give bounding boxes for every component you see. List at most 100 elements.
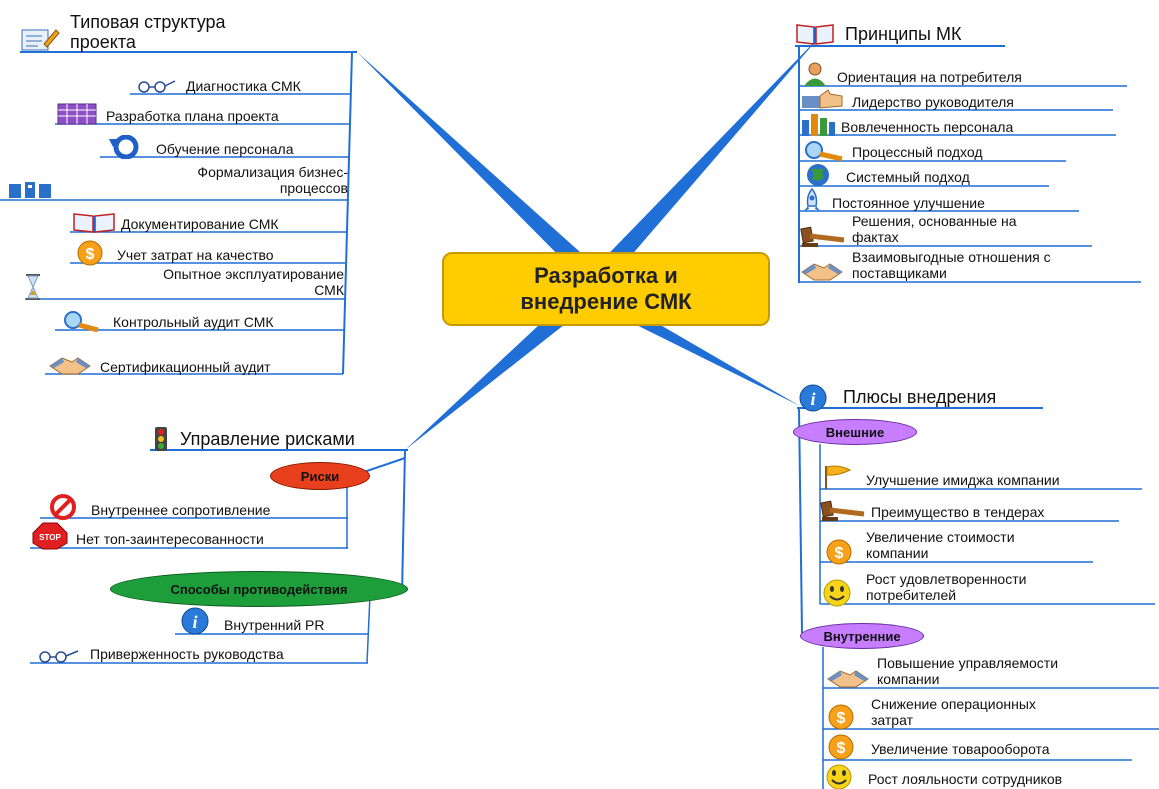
central-topic-line2: внедрение СМК: [520, 289, 692, 314]
handshake-icon: [49, 357, 91, 375]
typical-item-plan[interactable]: Разработка плана проекта: [106, 108, 279, 124]
book-icon: [796, 24, 834, 45]
typical-item-formalization[interactable]: Формализация бизнес- процессов: [118, 164, 348, 196]
flag-icon: [825, 465, 852, 489]
calendar-icon: [57, 103, 97, 125]
handshake-icon: [827, 670, 869, 688]
internal-bubble[interactable]: Внутренние: [800, 623, 924, 649]
coin-icon: $: [77, 240, 103, 266]
external-customer-satisfaction[interactable]: Рост удовлетворенности потребителей: [866, 571, 1026, 603]
countermeasure-management-commitment[interactable]: Приверженность руководства: [90, 646, 284, 662]
stop-sign-icon: STOP: [32, 522, 68, 550]
internal-operating-costs[interactable]: Снижение операционных затрат: [871, 696, 1036, 728]
magnifier-icon: [805, 141, 843, 161]
principle-continual-improvement[interactable]: Постоянное улучшение: [832, 195, 985, 211]
globe-icon: [807, 164, 829, 186]
smiley-icon: [826, 764, 852, 789]
typical-item-pilot-operation-line1: Опытное эксплуатирование: [163, 266, 344, 282]
risk-internal-resistance[interactable]: Внутреннее сопротивление: [91, 502, 271, 518]
internal-manageability-line1: Повышение управляемости: [877, 655, 1059, 671]
hourglass-icon: [26, 274, 40, 300]
glasses-icon: [39, 650, 79, 663]
principle-system-approach[interactable]: Системный подход: [846, 169, 970, 185]
coin-icon: $: [828, 704, 854, 730]
external-company-value-line1: Увеличение стоимости: [866, 529, 1015, 545]
principle-customer-focus[interactable]: Ориентация на потребителя: [837, 69, 1022, 85]
svg-text:$: $: [837, 710, 846, 727]
principle-fact-based-decisions-line2: фактах: [852, 229, 899, 245]
principle-supplier-relations-line2: поставщиками: [852, 265, 947, 281]
principle-supplier-relations-line1: Взаимовыгодные отношения с: [852, 249, 1051, 265]
external-bubble[interactable]: Внешние: [793, 419, 917, 445]
smiley-icon: [823, 579, 851, 607]
svg-text:$: $: [837, 740, 846, 757]
typical-item-documenting[interactable]: Документирование СМК: [121, 216, 279, 232]
refresh-icon: [109, 135, 139, 159]
branch-top-left: [357, 52, 600, 282]
principles-title[interactable]: Принципы МК: [845, 24, 962, 44]
typical-item-pilot-operation-line2: СМК: [314, 282, 344, 298]
branch-top-right: [585, 34, 822, 286]
typical-item-diagnostics[interactable]: Диагностика СМК: [186, 78, 301, 94]
glasses-icon: [138, 80, 176, 93]
typical-item-certification-audit[interactable]: Сертификационный аудит: [100, 359, 271, 375]
rocket-icon: [804, 188, 820, 211]
typical-structure-title[interactable]: Типовая структура проекта: [70, 12, 310, 52]
principle-involvement[interactable]: Вовлеченность персонала: [841, 119, 1014, 135]
external-company-value[interactable]: Увеличение стоимости компании: [866, 529, 1015, 561]
info-icon: i: [181, 607, 209, 635]
handshake-icon: [801, 263, 843, 281]
svg-text:STOP: STOP: [39, 533, 61, 542]
typical-structure-title-line2: проекта: [70, 32, 136, 52]
principle-fact-based-decisions-line1: Решения, основанные на: [852, 213, 1017, 229]
traffic-light-icon: [155, 427, 167, 451]
notepad-pencil-icon: [21, 29, 60, 51]
info-icon: i: [799, 384, 827, 412]
principle-fact-based-decisions[interactable]: Решения, основанные на фактах: [852, 213, 1017, 245]
thumbs-up-icon: [802, 89, 843, 109]
typical-item-pilot-operation[interactable]: Опытное эксплуатирование СМК: [80, 266, 344, 298]
no-entry-icon: [50, 494, 76, 520]
internal-manageability[interactable]: Повышение управляемости компании: [877, 655, 1058, 687]
svg-text:i: i: [192, 612, 197, 632]
bar-chart-icon: [802, 114, 835, 136]
central-topic[interactable]: Разработка и внедрение СМК: [442, 252, 770, 326]
process-map-icon: [9, 182, 51, 198]
gavel-icon: [820, 500, 865, 521]
coin-icon: $: [826, 539, 852, 565]
typical-item-formalization-line2: процессов: [279, 180, 348, 196]
internal-manageability-line2: компании: [877, 671, 940, 687]
branch-bottom-left: [405, 296, 588, 450]
principle-process-approach[interactable]: Процессный подход: [852, 144, 983, 160]
internal-operating-costs-line1: Снижение операционных: [871, 696, 1036, 712]
principle-leadership[interactable]: Лидерство руководителя: [852, 94, 1014, 110]
risk-no-top-interest[interactable]: Нет топ-заинтересованности: [76, 531, 264, 547]
internal-employee-loyalty[interactable]: Рост лояльности сотрудников: [868, 771, 1063, 787]
countermeasures-bubble[interactable]: Способы противодействия: [110, 571, 408, 607]
book-icon: [73, 213, 115, 233]
internal-turnover-growth[interactable]: Увеличение товарооборота: [871, 741, 1050, 757]
central-topic-line1: Разработка и: [534, 263, 678, 288]
external-customer-satisfaction-line1: Рост удовлетворенности: [866, 571, 1027, 587]
typical-item-training[interactable]: Обучение персонала: [156, 141, 294, 157]
internal-operating-costs-line2: затрат: [871, 712, 913, 728]
person-icon: [804, 62, 826, 86]
svg-text:i: i: [810, 389, 815, 409]
principle-supplier-relations[interactable]: Взаимовыгодные отношения с поставщиками: [852, 249, 1051, 281]
external-improved-image[interactable]: Улучшение имиджа компании: [866, 472, 1060, 488]
gavel-icon: [800, 226, 845, 247]
typical-structure-title-line1: Типовая структура: [70, 12, 226, 32]
benefits-title[interactable]: Плюсы внедрения: [843, 387, 997, 407]
coin-icon: $: [828, 734, 854, 760]
typical-item-control-audit[interactable]: Контрольный аудит СМК: [113, 314, 274, 330]
risk-management-title[interactable]: Управление рисками: [180, 429, 355, 449]
typical-item-quality-costs[interactable]: Учет затрат на качество: [117, 247, 274, 263]
risks-bubble[interactable]: Риски: [270, 462, 370, 490]
external-company-value-line2: компании: [866, 545, 929, 561]
svg-text:$: $: [835, 545, 844, 562]
countermeasure-internal-pr[interactable]: Внутренний PR: [224, 617, 325, 633]
svg-text:$: $: [86, 246, 95, 263]
magnifier-icon: [64, 311, 99, 332]
external-tender-advantage[interactable]: Преимущество в тендерах: [871, 504, 1045, 520]
